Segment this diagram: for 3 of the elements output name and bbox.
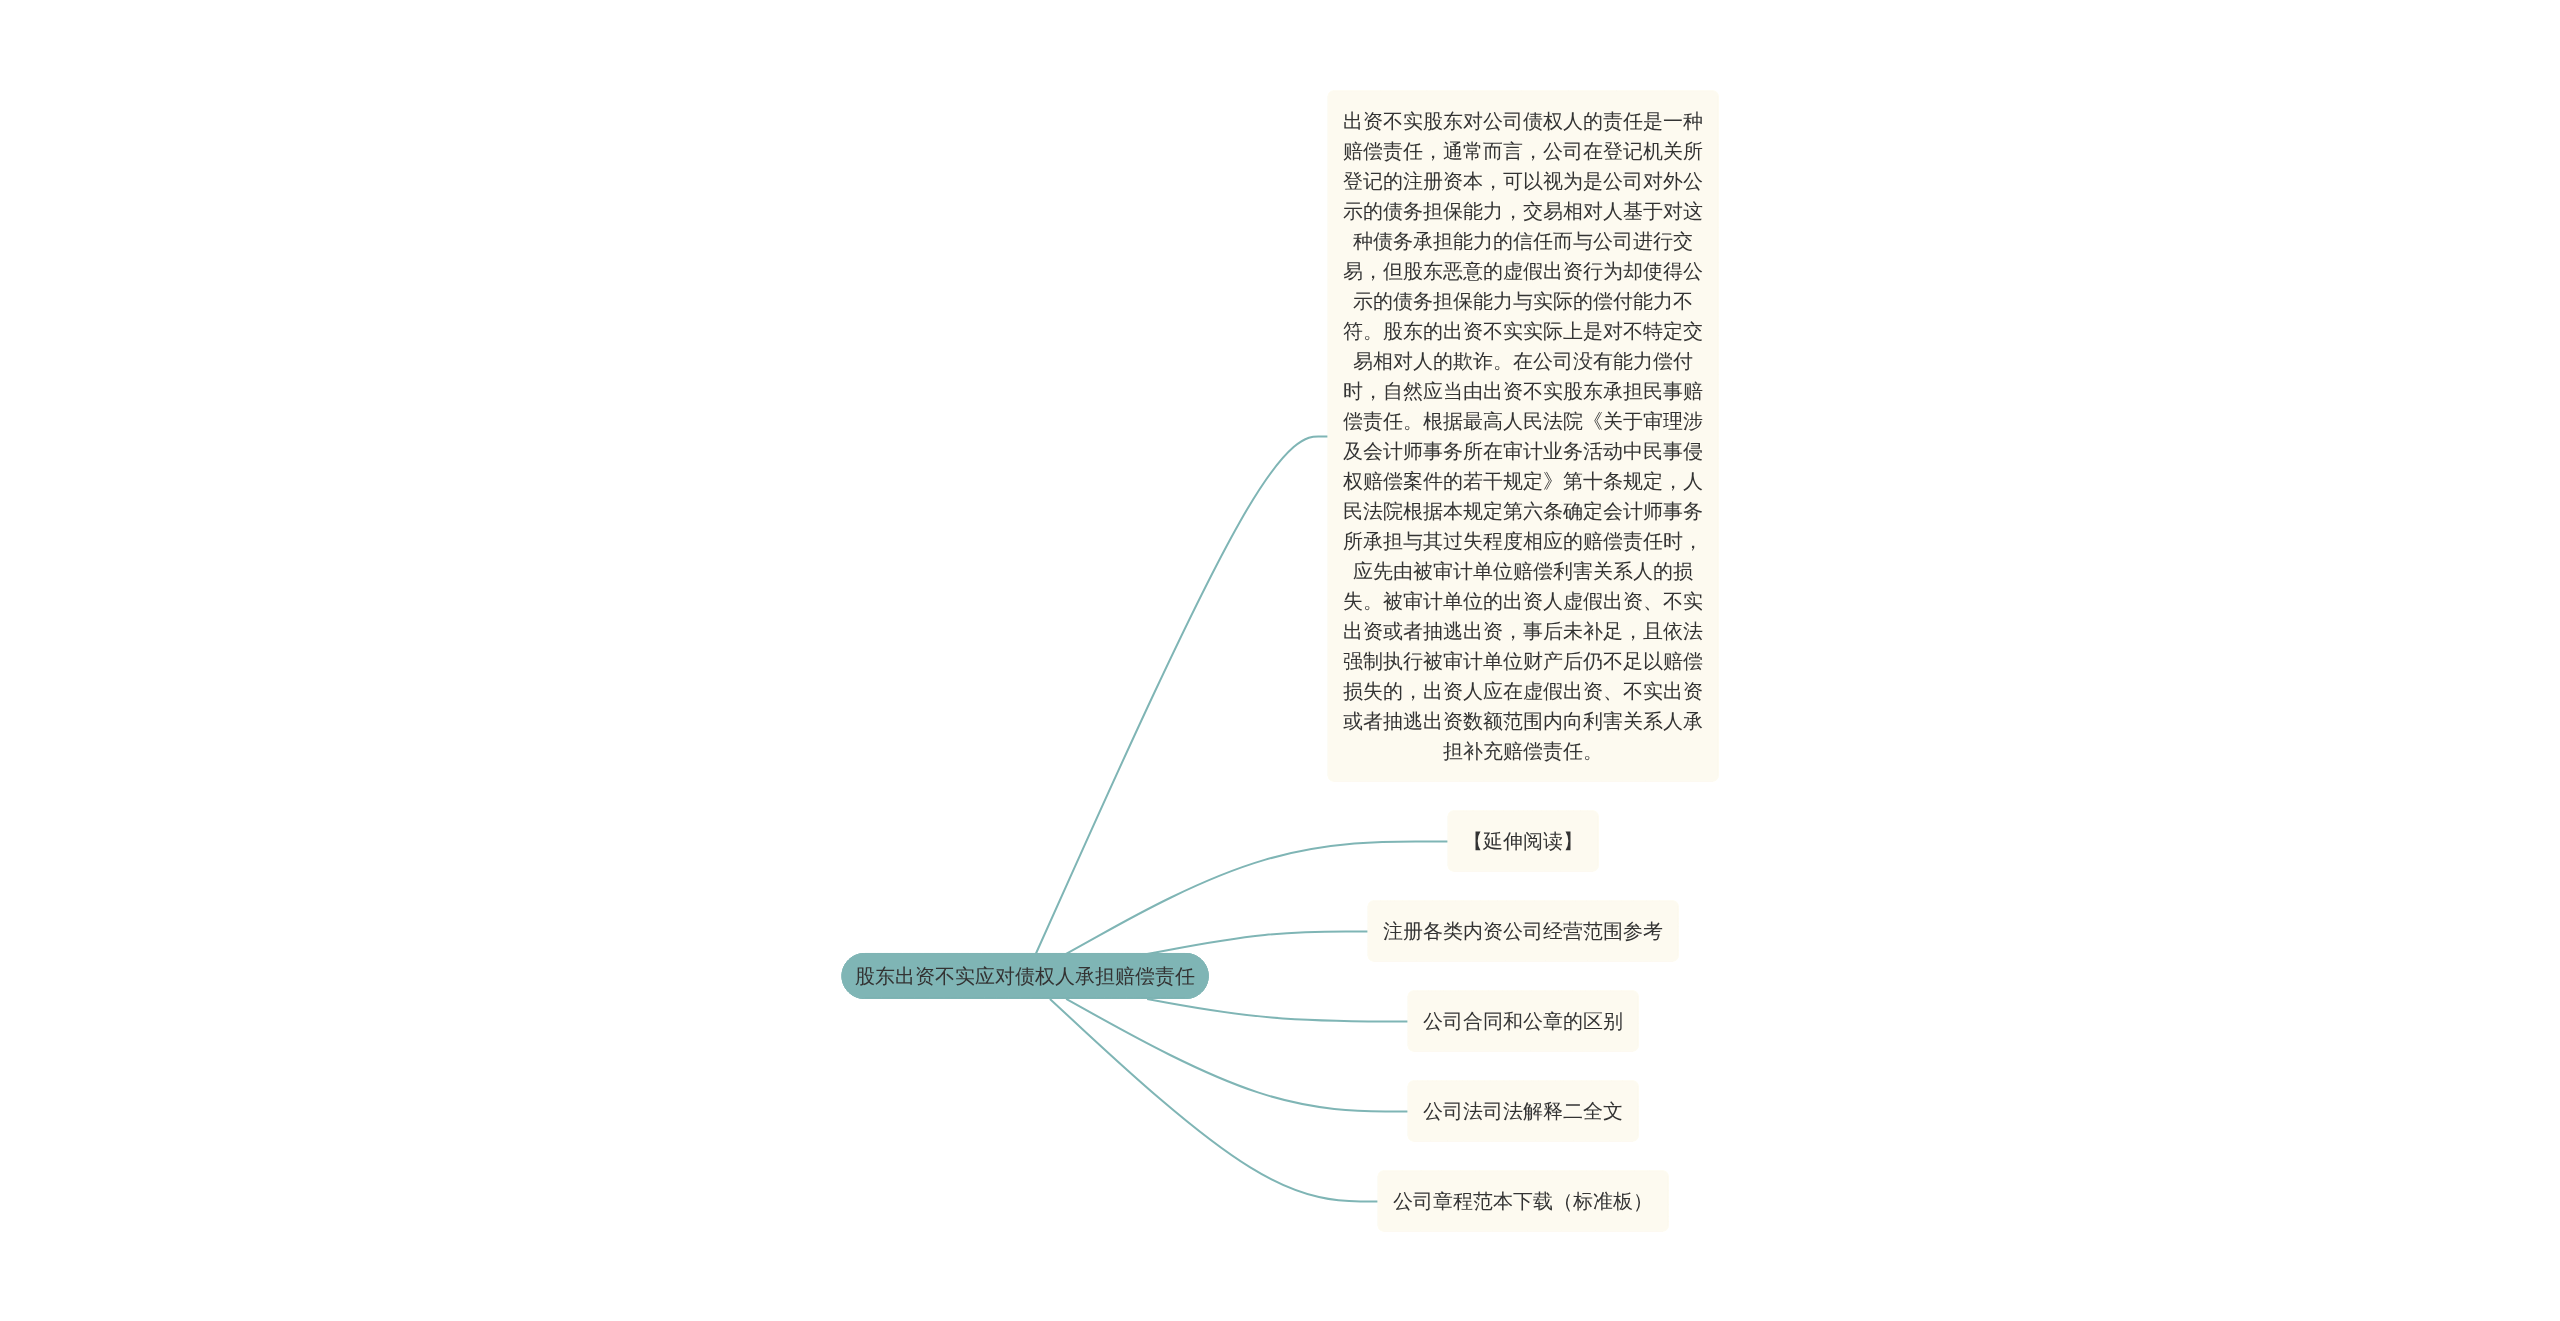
connector (1146, 997, 1410, 1022)
connector (1048, 997, 1380, 1202)
connector (1065, 997, 1410, 1112)
